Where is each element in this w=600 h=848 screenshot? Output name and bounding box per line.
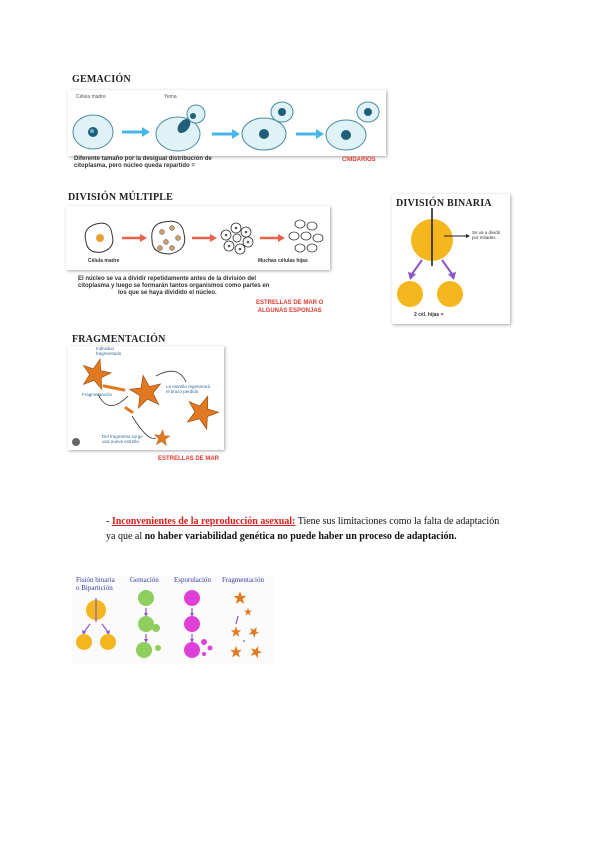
division-multiple-title: DIVISIÓN MÚLTIPLE (68, 192, 174, 203)
paragraph-heading: Inconvenientes de la reproducción asexua… (111, 516, 296, 527)
summary-col1-label: Fisión binaria o Bipartición (76, 576, 115, 592)
gemacion-caption: Diferente tamaño por la desigual distrib… (74, 156, 212, 170)
fragmentacion-label-4-line2: una nueva estrella (102, 439, 139, 444)
gemacion-label-madre: Célula madre (76, 94, 106, 100)
summary-col1-line2: o Bipartición (76, 584, 113, 592)
fragmentacion-label-1-line1: Individuo (96, 346, 115, 351)
fragmentacion-label-3: La estrella regenerará el brazo perdido (166, 384, 210, 394)
division-multiple-examples: ESTRELLAS DE MAR O ALGUNAS ESPONJAS (256, 299, 323, 315)
division-multiple-panel (66, 206, 330, 270)
paragraph-bold: no haber variabilidad genética no puede … (144, 531, 457, 542)
division-multiple-examples-line2: ALGUNAS ESPONJAS (257, 308, 322, 314)
fragmentacion-label-4: Del fragmento surge una nueva estrella (102, 434, 143, 444)
gemacion-panel (68, 90, 386, 156)
paragraph-text: Tiene sus limitaciones como la falta de … (106, 516, 500, 542)
division-multiple-diagram (84, 219, 324, 255)
gemacion-examples: CNIDARIOS (342, 157, 376, 163)
fragmentacion-label-3-line2: el brazo perdido (166, 389, 199, 394)
division-binaria-arrow-label-line1: Se va a dividir (472, 230, 501, 235)
summary-col3-label: Esporulación (174, 576, 211, 584)
fragmentacion-label-2: Fragmentación (82, 392, 113, 397)
division-multiple-label-hijas: Muchas células hijas (258, 258, 308, 264)
summary-figure: Fisión binaria o Bipartición Gemación Es… (72, 576, 274, 664)
division-binaria-arrow-label: Se va a dividir por mitades (472, 230, 500, 240)
fragmentacion-label-1-line2: fragmentado (96, 351, 122, 356)
division-multiple-caption-line3: los que se haya dividido el núcleo. (118, 290, 217, 296)
division-binaria-arrow-label-line2: por mitades (472, 235, 496, 240)
summary-col2-label: Gemación (130, 576, 159, 584)
summary-diagram (76, 590, 264, 660)
fragmentacion-label-1: Individuo fragmentado (96, 346, 121, 356)
division-multiple-caption-line2: citoplasma y luego se formarán tantos or… (78, 283, 270, 289)
paragraph-dash: - (106, 516, 112, 527)
fragmentacion-title: FRAGMENTACIÓN (72, 334, 166, 345)
division-binaria-panel: DIVISIÓN BINARIA Se va a dividir por mit… (392, 194, 510, 324)
gemacion-caption-line2: citoplasma, pero núcleo queda repartido … (74, 163, 195, 169)
division-multiple-examples-line1: ESTRELLAS DE MAR O (256, 300, 324, 306)
fragmentacion-label-4-line1: Del fragmento surge (102, 434, 143, 439)
gemacion-title: GEMACIÓN (72, 74, 131, 85)
division-multiple-caption-line1: El núcleo se va a dividir repetidamente … (78, 276, 257, 282)
gemacion-caption-line1: Diferente tamaño por la desigual distrib… (74, 156, 212, 162)
inconvenientes-paragraph: - Inconvenientes de la reproducción asex… (106, 514, 506, 544)
division-binaria-diagram (397, 208, 470, 307)
fragmentacion-panel: Individuo fragmentado Fragmentación La e… (68, 346, 224, 450)
division-binaria-label-hijas: 2 cél. hijas = (414, 312, 444, 318)
summary-col4-label: Fragmentación (222, 576, 264, 584)
fragmentacion-label-3-line1: La estrella regenerará (166, 384, 211, 389)
gemacion-diagram (72, 101, 380, 152)
summary-col1-line1: Fisión binaria (76, 576, 115, 584)
gemacion-label-yema: Yema (164, 94, 177, 100)
division-multiple-label-madre: Célula madre (88, 258, 120, 264)
division-binaria-title: DIVISIÓN BINARIA (396, 198, 492, 209)
fragmentacion-diagram (72, 354, 224, 447)
division-multiple-caption: El núcleo se va a dividir repetidamente … (78, 276, 269, 297)
fragmentacion-examples: ESTRELLAS DE MAR (158, 456, 220, 462)
